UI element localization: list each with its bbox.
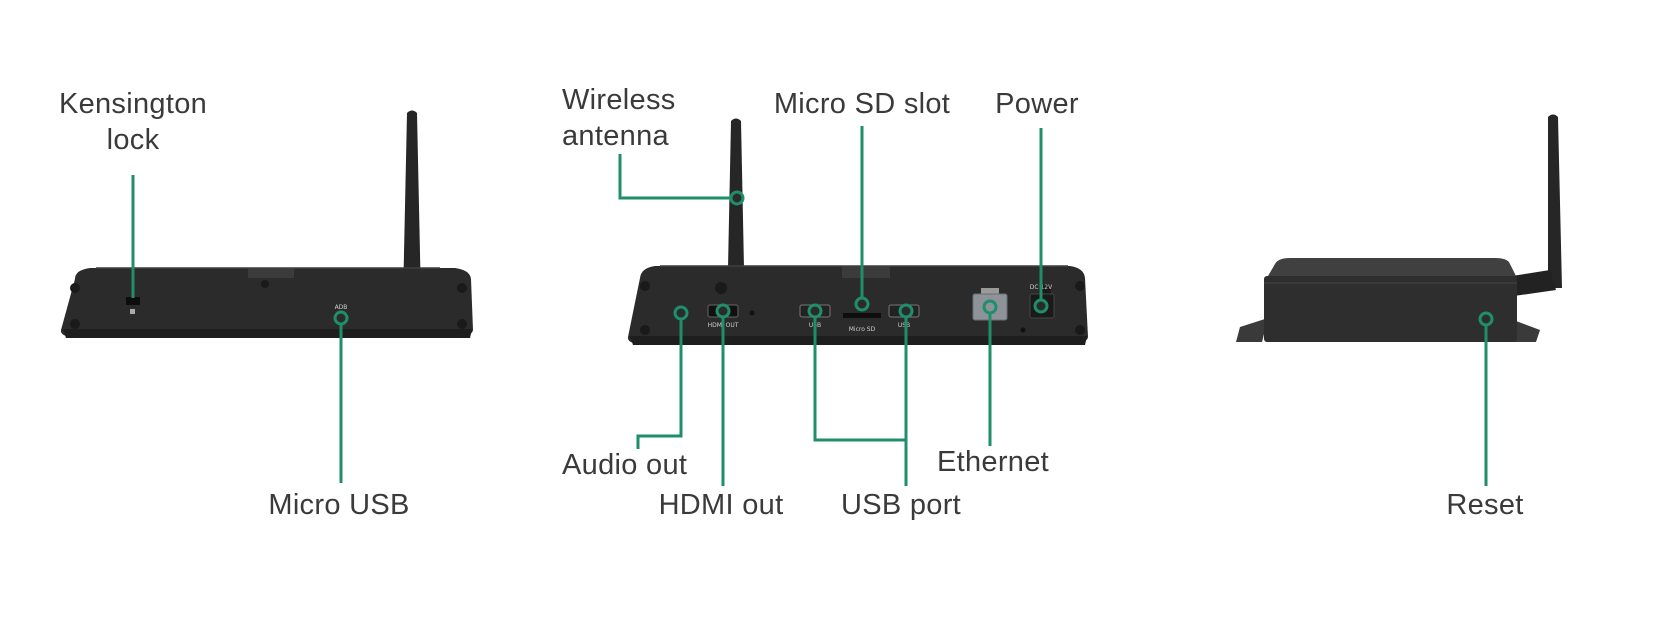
kensington-slot [126,297,140,305]
screw [70,283,80,293]
screw [1075,325,1085,335]
marker-audio-out [673,305,689,321]
label-kensington-lock: Kensington lock [59,86,207,158]
label-micro-sd-slot: Micro SD slot [773,88,951,120]
kensington-mark [130,309,135,314]
label-reset: Reset [1446,489,1524,521]
device-left-bottom [63,329,472,338]
label-wireless-line2: antenna [562,120,669,152]
screw [640,281,650,291]
device-right-body [1264,276,1517,342]
label-micro-usb: Micro USB [268,489,410,521]
screw [70,319,80,329]
device-middle-top-vent [842,266,890,278]
led [749,310,755,316]
screw [457,319,467,329]
marker-wireless-antenna [729,190,745,206]
device-left-body [60,268,474,337]
leader-usb-port-1 [813,317,906,442]
screw [1075,281,1085,291]
marker-hdmi-out [715,303,731,319]
marker-micro-usb [333,310,349,326]
label-wireless-antenna: Wireless antenna [562,82,676,154]
label-power: Power [995,88,1079,120]
label-usb-port: USB port [840,489,962,521]
usb-marking-2: USB [898,322,910,329]
device-middle-view: HDMI OUT USB Micro SD USB DC 12V [627,118,1088,345]
adb-marking: ADB [335,304,348,311]
leader-audio-out [636,319,683,449]
antenna-right [1548,114,1562,288]
device-middle-bottom [630,336,1087,345]
label-kensington-line1: Kensington [58,88,208,120]
leader-lines [131,126,1494,486]
device-left-top-vent [248,268,294,278]
label-hdmi-out: HDMI out [658,489,784,521]
foot-left [1236,318,1268,342]
led [1020,327,1026,333]
screw [261,280,269,288]
leader-wireless-antenna [618,154,731,200]
antenna-right-base [1512,270,1556,296]
marker-usb-port-2 [898,303,914,319]
marker-ethernet [982,299,998,315]
label-wireless-line1: Wireless [562,84,676,116]
device-left-view: ADB [60,110,474,338]
marker-power [1033,298,1049,314]
label-audio-out: Audio out [562,449,688,481]
micro-sd-marking: Micro SD [849,326,876,333]
ethernet-latch [981,288,999,296]
marker-usb-port-1 [807,303,823,319]
screw [640,325,650,335]
marker-micro-sd [854,296,870,312]
label-ethernet: Ethernet [936,446,1050,478]
label-kensington-line2: lock [106,124,160,156]
antenna-left [403,110,421,306]
screw [457,283,467,293]
screw [715,282,727,294]
micro-sd-slot [843,313,881,318]
marker-reset [1478,311,1494,327]
device-right-view [1236,114,1562,342]
device-right-top [1268,258,1516,276]
